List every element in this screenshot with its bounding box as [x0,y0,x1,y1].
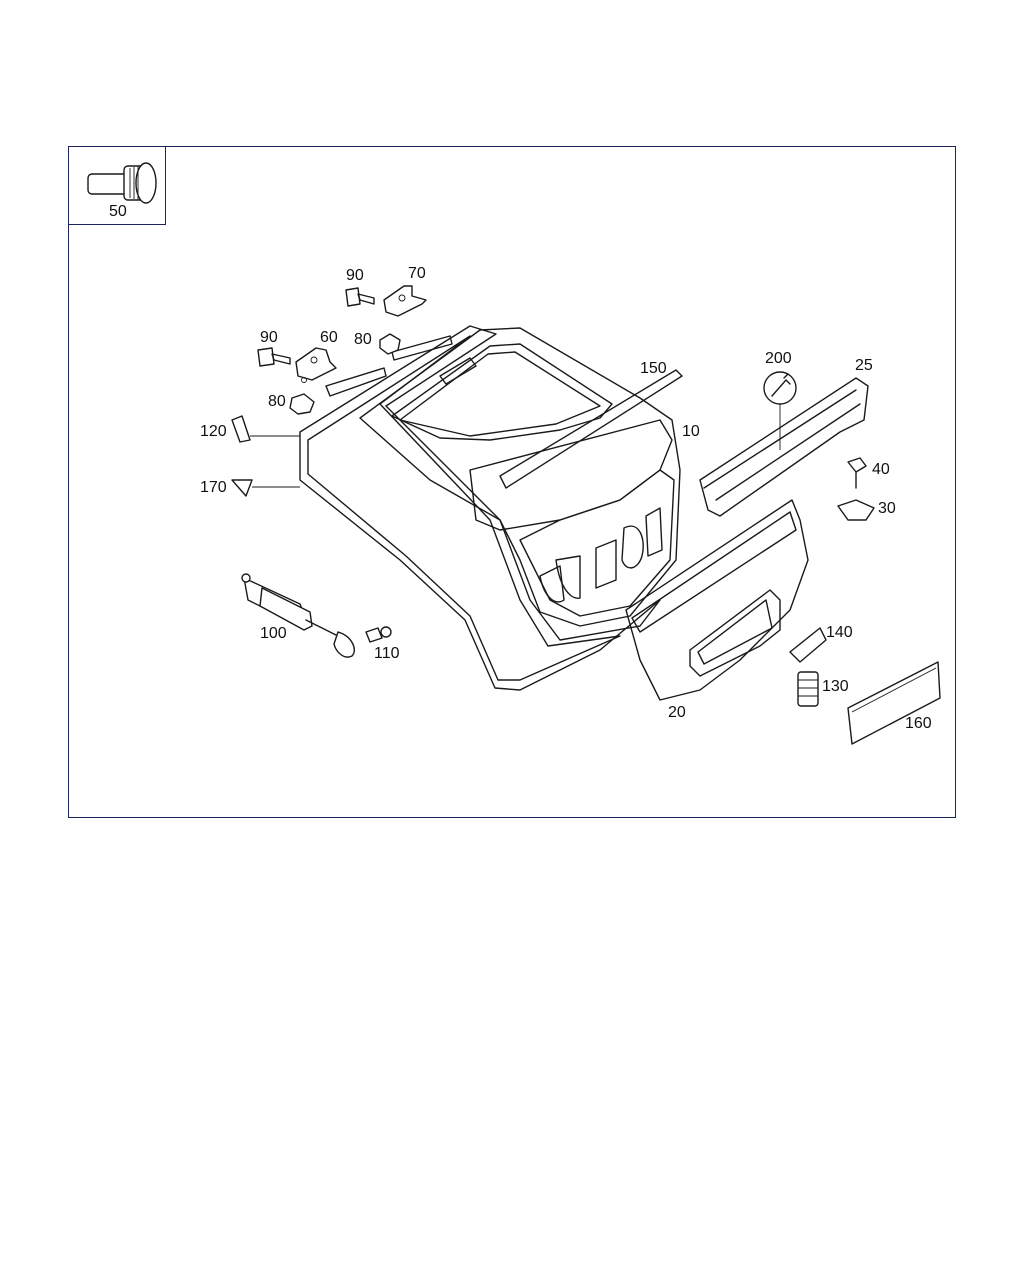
label-90-lower: 90 [260,329,278,346]
label-10: 10 [682,423,700,440]
label-150: 150 [640,360,667,377]
part-20-lower-panel [625,499,809,701]
label-110: 110 [374,645,400,662]
part-90-bolt-lower [257,347,291,367]
label-120: 120 [200,423,227,440]
label-40: 40 [872,461,890,478]
part-130-bump-stop [797,671,819,707]
label-30: 30 [878,500,896,517]
label-170: 170 [200,479,227,496]
part-120-clip [231,415,300,443]
label-140: 140 [826,624,853,641]
part-90-bolt-upper [345,287,375,307]
part-100-gas-strut [241,573,356,658]
part-200-wrench-symbol [763,371,797,450]
part-80-nut-upper [379,333,401,355]
label-90-upper: 90 [346,267,364,284]
part-10-tailgate [359,327,681,627]
part-50-shaft [87,162,157,204]
part-seal-outer [299,325,661,691]
part-60-hinge [295,347,337,383]
label-20: 20 [668,704,686,721]
part-80-nut-lower [289,393,315,415]
part-140-bracket [789,627,827,663]
diagram-frame [68,146,956,818]
part-40-screw [847,457,867,489]
label-200: 200 [765,350,792,367]
part-trim-small [325,367,387,397]
label-70: 70 [408,265,426,282]
label-130: 130 [822,678,849,695]
label-100: 100 [260,625,287,642]
label-160: 160 [905,715,932,732]
label-80-upper: 80 [354,331,372,348]
part-30-clip-nut [837,499,875,521]
part-trim-small-2 [391,335,453,361]
part-70-hinge [383,285,427,317]
label-80-lower: 80 [268,393,286,410]
part-110-ball-stud [365,626,392,643]
part-170-emblem [231,479,300,497]
label-50: 50 [109,203,127,220]
part-160-panel [847,661,941,745]
part-150-strip [499,369,683,489]
label-60: 60 [320,329,338,346]
label-25: 25 [855,357,873,374]
